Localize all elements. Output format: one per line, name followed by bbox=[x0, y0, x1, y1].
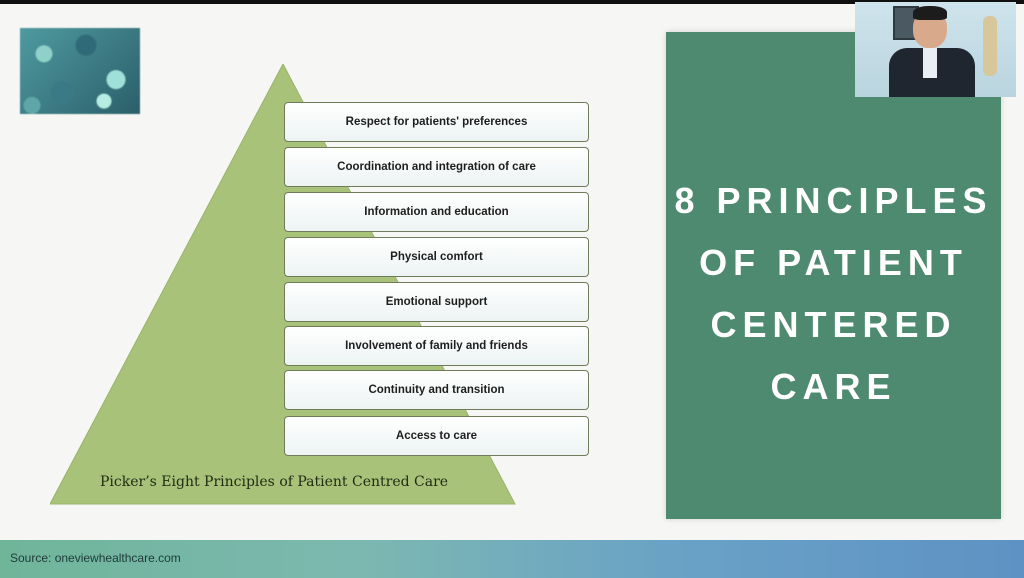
principle-row: Coordination and integration of care bbox=[284, 147, 589, 187]
panel-title-line: 8 PRINCIPLES bbox=[674, 180, 993, 221]
principle-row: Information and education bbox=[284, 192, 589, 232]
presentation-slide: Respect for patients' preferences Coordi… bbox=[0, 4, 1024, 540]
pyramid-caption: Picker’s Eight Principles of Patient Cen… bbox=[100, 474, 449, 490]
decorative-thumbnail-image bbox=[20, 28, 140, 114]
source-text: Source: oneviewhealthcare.com bbox=[10, 551, 181, 565]
footer-bar: Source: oneviewhealthcare.com bbox=[0, 540, 1024, 578]
principle-row: Access to care bbox=[284, 416, 589, 456]
panel-title-line: CARE bbox=[770, 366, 897, 407]
presenter-shirt bbox=[923, 48, 937, 78]
principle-row: Emotional support bbox=[284, 282, 589, 322]
presenter-hair bbox=[913, 6, 947, 20]
title-panel: 8 PRINCIPLES OF PATIENT CENTERED CARE bbox=[666, 32, 1001, 519]
panel-title-line: OF PATIENT bbox=[699, 242, 968, 283]
panel-title-line: CENTERED bbox=[710, 304, 957, 345]
panel-title: 8 PRINCIPLES OF PATIENT CENTERED CARE bbox=[666, 170, 1001, 418]
principle-row: Physical comfort bbox=[284, 237, 589, 277]
presenter-webcam-video[interactable] bbox=[855, 2, 1016, 97]
principle-row: Respect for patients' preferences bbox=[284, 102, 589, 142]
principle-row: Involvement of family and friends bbox=[284, 326, 589, 366]
background-lamp bbox=[983, 16, 997, 76]
window-top-bar bbox=[0, 0, 1024, 4]
principle-row: Continuity and transition bbox=[284, 370, 589, 410]
